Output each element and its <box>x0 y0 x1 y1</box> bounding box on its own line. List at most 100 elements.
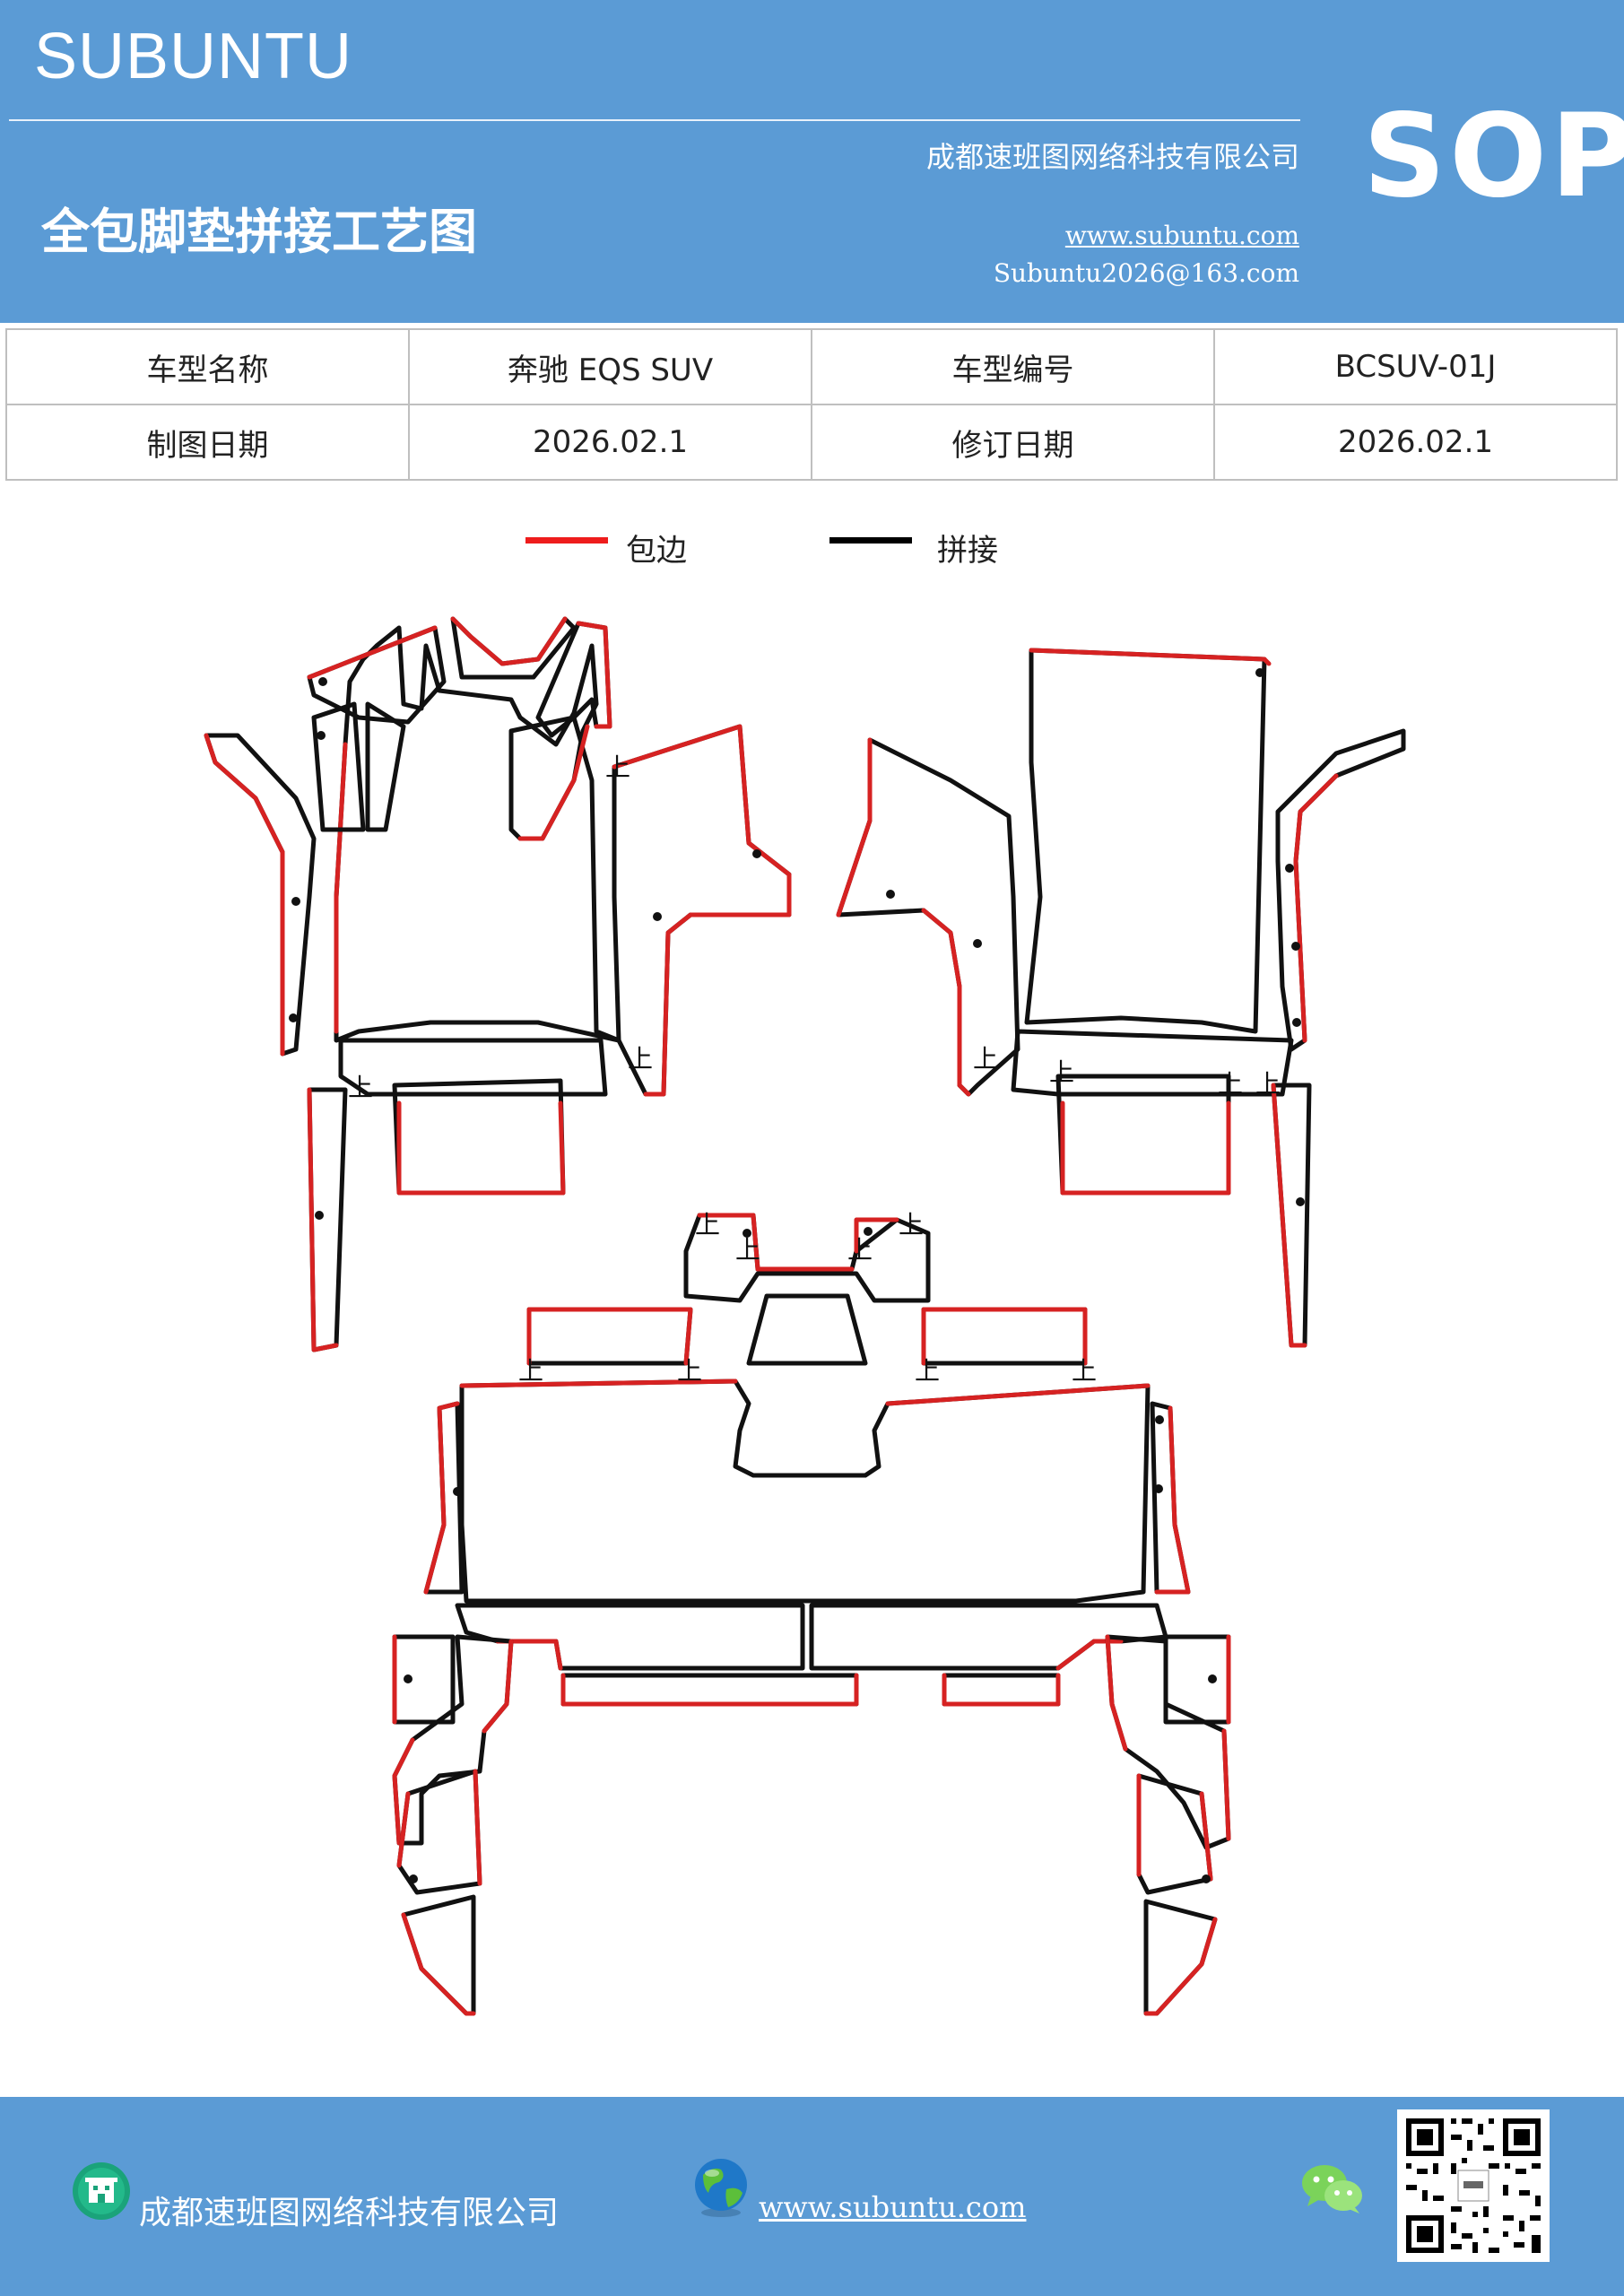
model-code-label: 车型编号 <box>811 328 1215 405</box>
fixing-dot <box>289 1013 298 1022</box>
header-divider <box>9 119 1300 121</box>
revision-date-label: 修订日期 <box>811 404 1215 481</box>
mat-piece <box>836 737 971 1097</box>
stacking-marker: 上 <box>1072 1356 1097 1386</box>
mat-piece <box>459 1378 1151 1406</box>
mat-piece <box>1271 1083 1312 1348</box>
fixing-dot <box>1292 1018 1301 1027</box>
mat-piece <box>392 1078 566 1196</box>
mat-piece <box>942 1673 1061 1707</box>
front-left-mat-group <box>204 616 792 1352</box>
mat-piece <box>1136 1773 1213 1882</box>
header-band <box>0 0 1624 323</box>
mat-piece <box>401 1912 476 2016</box>
mat-piece <box>526 1307 693 1366</box>
mat-piece <box>1011 1029 1294 1097</box>
stacking-marker: 上 <box>899 1210 924 1239</box>
qr-code[interactable] <box>1397 2109 1550 2262</box>
footer-website-link[interactable]: www.subuntu.com <box>759 2190 1027 2224</box>
table-row: 制图日期 2026.02.1 修订日期 2026.02.1 <box>5 404 1618 481</box>
mat-piece <box>392 1639 514 1846</box>
stacking-marker: 上 <box>973 1044 998 1074</box>
fixing-dot <box>886 890 895 899</box>
mat-piece <box>450 616 577 680</box>
mat-piece <box>612 724 792 1097</box>
stacking-marker: 上 <box>518 1356 543 1386</box>
mat-piece <box>1060 1100 1231 1196</box>
mat-piece <box>560 1673 859 1707</box>
mat-piece <box>204 733 285 1057</box>
fixing-dot <box>653 912 662 921</box>
website-link[interactable]: www.subuntu.com <box>1064 221 1299 250</box>
document-title: 全包脚垫拼接工艺图 <box>41 204 477 260</box>
fixing-dot <box>1296 1197 1305 1206</box>
fixing-dot <box>453 1487 462 1496</box>
rear-mat-group <box>392 1213 1231 2016</box>
mat-piece <box>396 1100 566 1196</box>
mat-piece <box>526 1307 693 1366</box>
model-name-value: 奔驰 EQS SUV <box>408 328 812 405</box>
fixing-dots <box>289 668 1305 1883</box>
mat-piece <box>365 701 406 832</box>
fixing-dot <box>864 1227 873 1236</box>
stacking-marker: 上 <box>695 1210 720 1239</box>
fixing-dot <box>1155 1415 1164 1424</box>
fixing-dot <box>317 731 326 740</box>
company-name: 成都速班图网络科技有限公司 <box>925 140 1299 174</box>
vehicle-info-table: 车型名称 奔驰 EQS SUV 车型编号 BCSUV-01J 制图日期 2026… <box>5 328 1618 481</box>
mat-piece <box>1024 648 1267 1034</box>
draw-date-value: 2026.02.1 <box>408 404 812 481</box>
fixing-dot <box>1202 1874 1211 1883</box>
stacking-marker: 上 <box>1255 1069 1281 1099</box>
stacking-marker: 上 <box>1218 1069 1243 1099</box>
mat-piece <box>1271 1083 1307 1348</box>
mat-piece <box>423 1401 460 1595</box>
revision-date-value: 2026.02.1 <box>1213 404 1618 481</box>
stacking-marker: 上 <box>605 752 630 782</box>
mat-piece <box>338 1038 608 1097</box>
fixing-dot <box>743 1229 751 1238</box>
mat-piece <box>450 616 568 666</box>
fixing-dot <box>315 1211 324 1220</box>
mat-piece <box>1154 1405 1191 1595</box>
mat-piece <box>1293 773 1339 1043</box>
legend-swatch-joint <box>829 537 912 544</box>
mat-piece <box>334 625 621 1043</box>
mat-piece <box>334 724 590 1034</box>
mat-piece <box>311 701 366 832</box>
model-code-value: BCSUV-01J <box>1213 328 1618 405</box>
mat-piece <box>204 733 317 1057</box>
fixing-dot <box>752 849 761 858</box>
fixing-dot <box>404 1674 413 1683</box>
wechat-icon <box>1302 2165 1362 2213</box>
stacking-marker: 上 <box>1049 1057 1074 1087</box>
brand-name: SUBUNTU <box>34 21 353 92</box>
mat-piece <box>560 1673 859 1707</box>
floor-mat-layout-diagram: 上 上 上 上 上 上 上 上 上 上 上 上 上 上 上 <box>204 616 1406 2016</box>
email-address: Subuntu2026@163.com <box>993 258 1299 288</box>
mat-piece <box>921 1307 1088 1366</box>
model-name-label: 车型名称 <box>5 328 410 405</box>
legend-swatch-edge <box>525 537 608 544</box>
mat-piece <box>576 621 612 729</box>
mat-piece <box>942 1673 1061 1707</box>
mat-piece <box>697 1213 899 1272</box>
stacking-marker: 上 <box>915 1356 940 1386</box>
mat-piece <box>459 1378 1151 1604</box>
fixing-dot <box>973 939 982 948</box>
sop-tag: SOP <box>1363 90 1624 223</box>
mat-piece <box>392 1634 456 1725</box>
stacking-marker: 上 <box>628 1044 653 1074</box>
stacking-marker: 上 <box>677 1356 702 1386</box>
mat-piece <box>921 1307 1088 1366</box>
legend-label-joint: 拼接 <box>937 533 998 569</box>
mat-piece <box>683 1213 931 1303</box>
fixing-dot <box>318 677 327 686</box>
fixing-dot <box>1291 942 1300 951</box>
fixing-dot <box>1285 864 1294 873</box>
mat-piece <box>307 625 438 680</box>
mat-piece <box>396 1769 482 1886</box>
legend-label-edge: 包边 <box>626 533 687 569</box>
mat-piece <box>307 1087 339 1352</box>
table-row: 车型名称 奔驰 EQS SUV 车型编号 BCSUV-01J <box>5 328 1618 405</box>
